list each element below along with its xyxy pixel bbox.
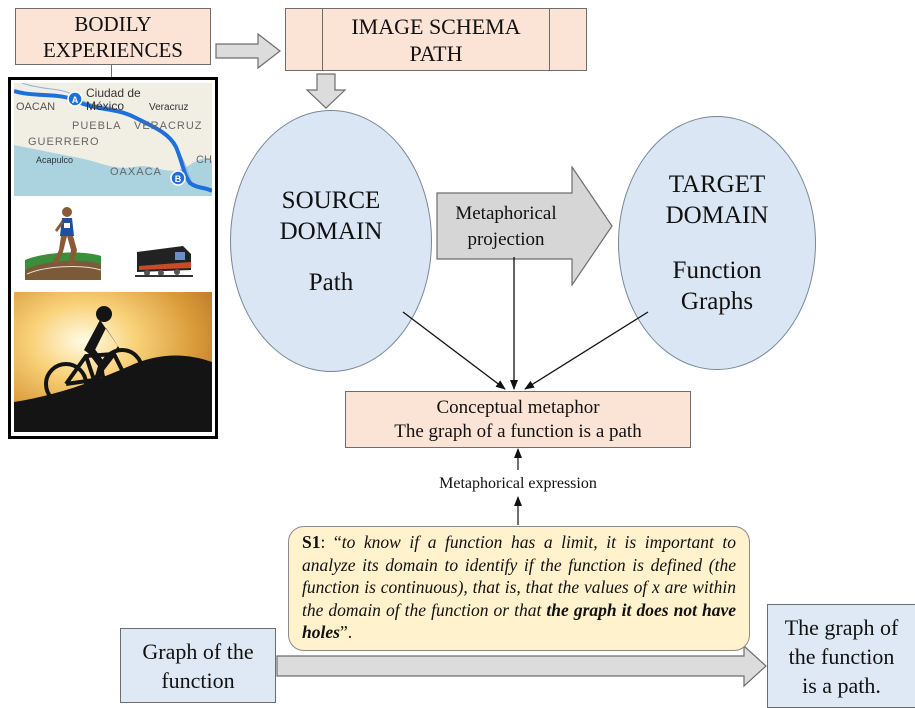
bodily-line2: EXPERIENCES <box>42 37 183 62</box>
bike-wheel-back-icon <box>44 362 88 406</box>
graph-box-line1: Graph of the <box>142 638 254 664</box>
marker-b-label: B <box>175 174 182 184</box>
map-land <box>14 83 212 171</box>
cyclist-image <box>14 292 212 432</box>
map-label-acapulco: Acapulco <box>36 155 73 165</box>
target-line2: DOMAIN <box>665 202 769 229</box>
metaphor-line1: Conceptual metaphor <box>436 396 600 418</box>
quote-speaker: S1 <box>302 532 321 552</box>
arrow-schema-to-source <box>305 73 347 109</box>
marker-b-icon <box>170 170 186 186</box>
schema-divider-left <box>322 9 323 70</box>
rider-body-icon <box>84 320 122 356</box>
source-line1: SOURCE <box>281 186 381 214</box>
target-line3: Function <box>672 257 762 284</box>
map-label-puebla: PUEBLA <box>72 120 121 132</box>
quote-bold-text: the graph it does not have holes <box>302 599 736 643</box>
quote-separator: : “ <box>320 532 342 552</box>
train-window-icon <box>175 252 185 260</box>
marker-a-icon <box>67 91 83 107</box>
source-line3: Path <box>308 268 354 296</box>
map-label-oacan: OACAN <box>16 101 55 113</box>
track-surface <box>25 260 101 280</box>
map-image: A B Ciudad de México Veracruz OACAN PUEB… <box>14 83 212 196</box>
arrow-target-to-metaphor <box>524 311 649 390</box>
map-label-veracruz-state: VERACRUZ <box>134 120 203 132</box>
runner-leg-left-icon <box>53 236 67 264</box>
conclusion-line2: the function <box>788 643 895 669</box>
target-domain-ellipse: TARGET DOMAIN Function Graphs <box>618 116 816 370</box>
bodily-images-panel: A B Ciudad de México Veracruz OACAN PUEB… <box>8 77 218 439</box>
train-wheel-2-icon <box>158 270 164 276</box>
marker-a-label: A <box>72 95 79 105</box>
runner-bib-icon <box>64 223 70 228</box>
rider-head-icon <box>96 306 112 322</box>
rider-leg-icon <box>86 348 106 380</box>
runner-leg-right-icon <box>67 236 77 266</box>
target-line1: TARGET <box>668 171 766 198</box>
map-label-veracruz-city: Veracruz <box>149 102 188 113</box>
train-image <box>135 246 193 277</box>
source-line2: DOMAIN <box>279 217 383 245</box>
bodily-line1: BODILY <box>74 11 152 36</box>
metaphorical-expression-label: Metaphorical expression <box>390 472 646 496</box>
map-label-guerrero: GUERRERO <box>28 136 100 148</box>
map-label-ch: CH <box>196 154 212 166</box>
train-stripe-icon <box>139 262 191 270</box>
image-schema-box: IMAGE SCHEMA PATH <box>285 8 587 71</box>
schema-line1: IMAGE SCHEMA <box>351 13 521 39</box>
projection-line1: Metaphorical <box>455 203 557 224</box>
train-wheel-3-icon <box>174 269 180 275</box>
schema-text: IMAGE SCHEMA PATH <box>286 9 586 70</box>
quote-text: to know if a function has a limit, it is… <box>302 532 736 620</box>
map-label-oaxaca: OAXACA <box>110 166 162 178</box>
quote-close: ”. <box>339 622 353 643</box>
metaphor-line2: The graph of a function is a path <box>394 420 642 442</box>
conclusion-line1: The graph of <box>784 614 899 640</box>
projection-line2: projection <box>467 229 545 250</box>
train-rail-icon <box>135 275 193 277</box>
target-line4: Graphs <box>680 288 754 315</box>
projection-label: Metaphorical projection <box>440 197 572 257</box>
map-label-mexico: México <box>86 99 124 113</box>
track-line <box>26 266 102 275</box>
arrow-bodily-to-schema <box>215 32 281 70</box>
quote-box-s1: S1: “to know if a function has a limit, … <box>288 526 750 651</box>
train-wheel-1-icon <box>144 270 150 276</box>
conclusion-line3: is a path. <box>802 672 881 698</box>
graph-of-function-box: Graph of the function <box>120 628 276 703</box>
bodily-experiences-box: BODILY EXPERIENCES <box>15 8 211 65</box>
schema-divider-right <box>549 9 550 70</box>
runner-image <box>25 207 102 280</box>
runner-head-icon <box>62 207 72 217</box>
bodily-connector <box>111 65 112 78</box>
schema-line2: PATH <box>409 40 463 66</box>
big-horizontal-arrow <box>276 644 767 688</box>
conclusion-box: The graph of the function is a path. <box>767 604 915 708</box>
arrow-source-to-metaphor <box>402 311 506 390</box>
hill-silhouette <box>14 355 212 432</box>
map-label-ciudad: Ciudad de <box>86 86 141 100</box>
expression-text: Metaphorical expression <box>439 475 597 492</box>
graph-box-line2: function <box>161 667 235 693</box>
source-domain-ellipse: SOURCE DOMAIN Path <box>230 110 432 372</box>
conceptual-metaphor-box: Conceptual metaphor The graph of a funct… <box>345 391 691 448</box>
projection-arrow <box>436 166 613 286</box>
runner-arm-icon <box>55 220 63 232</box>
